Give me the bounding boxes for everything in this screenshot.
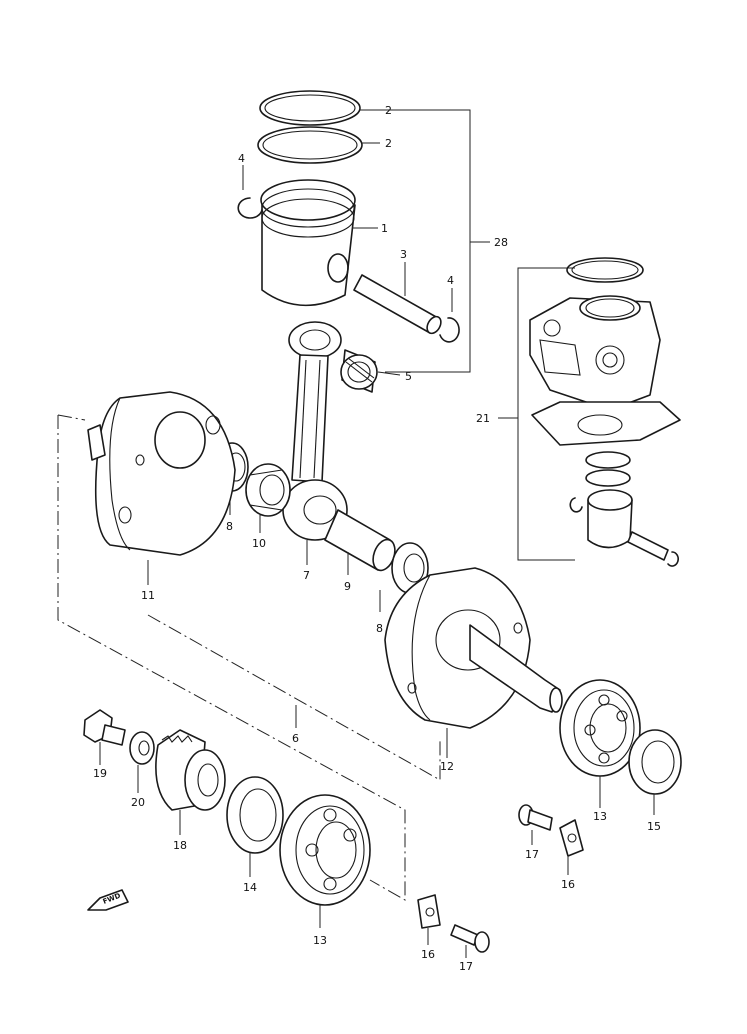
washer-gear[interactable]	[129, 731, 155, 765]
main-bearing-left[interactable]	[279, 794, 371, 906]
small-end-bearing[interactable]	[340, 349, 378, 393]
label-primary-gear: 18	[173, 839, 187, 852]
piston-pin[interactable]	[353, 274, 444, 336]
label-bolt-right: 17	[525, 848, 539, 861]
label-piston-set: 28	[494, 236, 508, 249]
label-lock-washer-bottom: 16	[421, 948, 435, 961]
oil-seal-left[interactable]	[226, 776, 284, 854]
label-washer-left: 8	[226, 520, 233, 533]
lock-washer-right[interactable]	[559, 819, 584, 857]
circlip-right[interactable]	[439, 317, 460, 343]
label-connecting-rod: 7	[303, 569, 310, 582]
label-piston: 1	[381, 222, 388, 235]
crank-pin[interactable]	[324, 509, 399, 573]
label-crank-web-left: 11	[141, 589, 155, 602]
label-piston-ring-top: 2	[385, 104, 392, 117]
big-end-bearing[interactable]	[245, 463, 291, 517]
label-main-bearing-right: 13	[593, 810, 607, 823]
label-small-end-bearing: 5	[405, 370, 412, 383]
crank-web-right[interactable]	[384, 567, 563, 729]
label-circlip-right: 4	[447, 274, 454, 287]
bolt-right[interactable]	[518, 804, 553, 831]
label-screw-bottom: 17	[459, 960, 473, 973]
bolt-gear[interactable]	[83, 709, 126, 746]
crankshaft-assy-bracket	[57, 414, 441, 901]
lock-washer-bottom[interactable]	[417, 894, 441, 929]
primary-drive-gear[interactable]	[155, 729, 226, 811]
main-bearing-right[interactable]	[559, 679, 641, 777]
oil-seal-right[interactable]	[628, 729, 682, 795]
label-washer-gear: 20	[131, 796, 145, 809]
piston[interactable]	[260, 179, 356, 307]
label-piston-ring-second: 2	[385, 137, 392, 150]
label-lock-washer-right: 16	[561, 878, 575, 891]
label-circlip-left: 4	[238, 152, 245, 165]
circlip-left[interactable]	[237, 197, 263, 219]
screw-bottom[interactable]	[450, 924, 490, 953]
label-bolt-gear: 19	[93, 767, 107, 780]
label-washer-right: 8	[376, 622, 383, 635]
label-main-bearing-left: 13	[313, 934, 327, 947]
label-crankshaft-assy: 6	[292, 732, 299, 745]
label-crank-pin: 9	[344, 580, 351, 593]
piston-set-bracket	[375, 109, 490, 373]
label-big-end-bearing: 10	[252, 537, 266, 550]
label-cylinder-assy: 21	[476, 412, 490, 425]
piston-ring-second[interactable]	[257, 126, 363, 164]
label-crank-web-right: 12	[440, 760, 454, 773]
label-piston-pin: 3	[400, 248, 407, 261]
label-oil-seal-right: 15	[647, 820, 661, 833]
label-oil-seal-left: 14	[243, 881, 257, 894]
cylinder-assy-bracket	[498, 267, 575, 561]
cylinder-assy[interactable]	[529, 257, 681, 567]
connecting-rod[interactable]	[282, 321, 348, 541]
fwd-arrow-icon: FWD	[87, 889, 129, 911]
crank-web-left[interactable]	[87, 391, 236, 556]
piston-ring-top[interactable]	[259, 90, 361, 126]
